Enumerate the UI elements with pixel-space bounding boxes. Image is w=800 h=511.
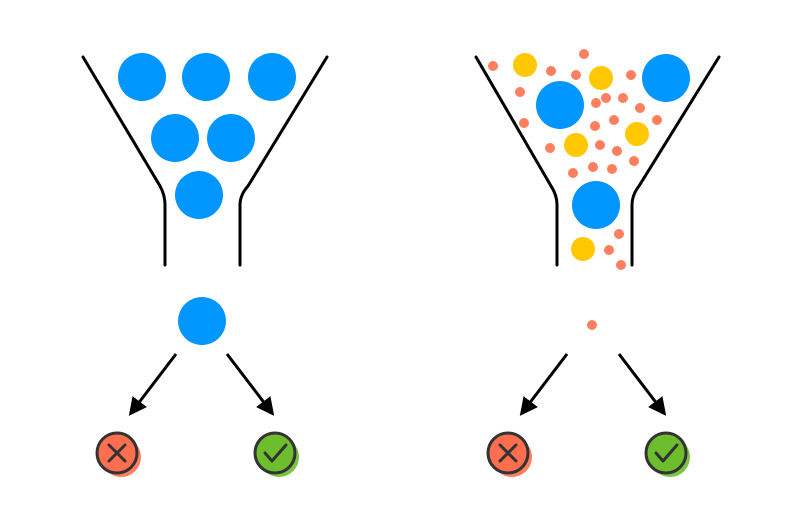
yellow-ball xyxy=(513,53,537,77)
blue-ball xyxy=(118,53,166,101)
right-funnel-wall-right xyxy=(630,55,721,267)
blue-ball xyxy=(207,114,255,162)
orange-dot xyxy=(618,93,628,103)
orange-dot xyxy=(604,245,614,255)
output-blue-ball xyxy=(178,297,226,345)
accept-badge xyxy=(253,431,299,477)
blue-ball xyxy=(151,114,199,162)
orange-dot xyxy=(609,115,619,125)
orange-dot xyxy=(546,66,556,76)
orange-dot xyxy=(591,98,601,108)
arrow-to-accept xyxy=(617,353,667,416)
reject-badge xyxy=(486,431,532,477)
blue-ball xyxy=(175,171,223,219)
right-funnel-group xyxy=(474,49,721,477)
yellow-ball xyxy=(564,133,588,157)
orange-dot xyxy=(590,121,600,131)
orange-dot xyxy=(579,49,589,59)
orange-dot xyxy=(568,168,578,178)
orange-dot xyxy=(629,156,639,166)
reject-badge xyxy=(95,431,141,477)
blue-ball xyxy=(248,53,296,101)
blue-ball xyxy=(642,54,690,102)
close-icon xyxy=(107,443,127,463)
orange-dot xyxy=(612,146,622,156)
yellow-ball xyxy=(625,122,649,146)
orange-dot xyxy=(601,93,611,103)
accept-badge xyxy=(644,431,690,477)
arrow-to-reject xyxy=(128,353,178,416)
right-funnel-wall-left xyxy=(474,55,559,267)
blue-ball xyxy=(182,53,230,101)
arrow-to-reject xyxy=(519,353,569,416)
check-icon xyxy=(263,443,288,463)
orange-dot xyxy=(626,70,636,80)
blue-ball xyxy=(536,81,584,129)
orange-dot xyxy=(616,260,626,270)
orange-dot xyxy=(614,229,624,239)
arrow-to-accept xyxy=(225,353,275,416)
orange-dot xyxy=(519,118,529,128)
left-funnel-group xyxy=(81,53,329,477)
blue-ball xyxy=(572,181,620,229)
orange-dot xyxy=(515,87,525,97)
orange-dot xyxy=(652,115,662,125)
close-icon xyxy=(498,443,518,463)
left-funnel-wall-right xyxy=(238,55,329,267)
orange-dots xyxy=(488,49,662,270)
yellow-ball xyxy=(571,237,595,261)
orange-dot xyxy=(571,70,581,80)
check-icon xyxy=(654,443,679,463)
orange-dot xyxy=(488,61,498,71)
orange-dot xyxy=(595,140,605,150)
orange-dot xyxy=(607,164,617,174)
orange-dot xyxy=(545,143,555,153)
output-orange-dot xyxy=(587,320,597,330)
yellow-ball xyxy=(589,66,613,90)
orange-dot xyxy=(635,103,645,113)
orange-dot xyxy=(588,162,598,172)
left-funnel-wall-left xyxy=(81,55,167,267)
